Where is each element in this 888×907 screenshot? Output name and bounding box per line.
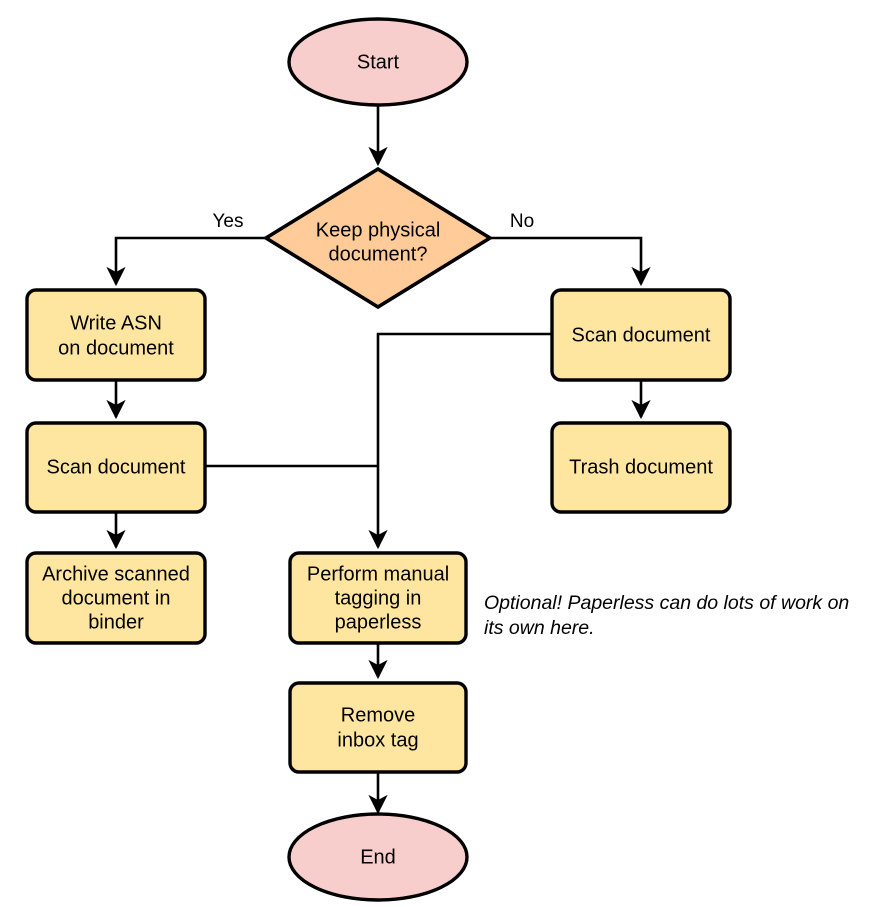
decision-label-line2: document? — [329, 243, 428, 265]
node-end[interactable]: End — [287, 812, 469, 902]
archive-label-line2: document in — [62, 587, 171, 609]
archive-label-line1: Archive scanned — [42, 563, 190, 585]
optional-note-line1: Optional! Paperless can do lots of work … — [484, 592, 849, 614]
edge-decision-no-to-scan-right — [490, 236, 651, 287]
decision-diamond-shape — [262, 166, 494, 310]
remove-inbox-tag-box-shape — [288, 681, 468, 774]
remove-inbox-label-line2: inbox tag — [337, 729, 418, 751]
archive-label-line3: binder — [88, 611, 144, 633]
node-archive-scanned-document[interactable]: Archive scanned document in binder — [25, 551, 207, 645]
node-scan-document-left[interactable]: Scan document — [25, 421, 207, 514]
write-asn-label-line1: Write ASN — [70, 312, 162, 334]
write-asn-label-line2: on document — [58, 337, 174, 359]
node-start[interactable]: Start — [287, 17, 469, 107]
remove-inbox-label-line1: Remove — [341, 704, 415, 726]
end-label: End — [360, 846, 396, 868]
edge-label-no: No — [510, 211, 534, 232]
archive-box-shape — [25, 551, 207, 645]
optional-note-line2: its own here. — [484, 617, 595, 639]
edge-scan-right-to-tagging — [368, 332, 552, 550]
end-ellipse-shape — [287, 812, 469, 902]
start-ellipse-shape — [287, 17, 469, 107]
node-scan-document-right[interactable]: Scan document — [550, 288, 732, 382]
node-trash-document[interactable]: Trash document — [550, 421, 732, 514]
scan-document-left-box-shape — [25, 421, 207, 514]
write-asn-box-shape — [25, 288, 207, 382]
scan-document-left-label: Scan document — [47, 456, 186, 478]
node-decision-keep-physical-document[interactable]: Keep physical document? — [262, 166, 494, 310]
tagging-label-line1: Perform manual — [307, 563, 449, 585]
scan-document-right-box-shape — [550, 288, 732, 382]
annotation-optional-note: Optional! Paperless can do lots of work … — [484, 592, 849, 639]
edge-decision-yes-to-write-asn — [106, 236, 265, 287]
trash-document-box-shape — [550, 421, 732, 514]
edge-label-yes: Yes — [213, 211, 244, 232]
tagging-label-line2: tagging in — [335, 587, 422, 609]
start-label: Start — [357, 51, 400, 73]
node-remove-inbox-tag[interactable]: Remove inbox tag — [288, 681, 468, 774]
node-write-asn[interactable]: Write ASN on document — [25, 288, 207, 382]
scan-document-right-label: Scan document — [572, 324, 711, 346]
connector-layer — [106, 104, 651, 815]
tagging-box-shape — [288, 551, 468, 645]
decision-label-line1: Keep physical — [316, 219, 441, 241]
trash-document-label: Trash document — [569, 456, 713, 478]
tagging-label-line3: paperless — [335, 611, 422, 633]
node-perform-manual-tagging[interactable]: Perform manual tagging in paperless — [288, 551, 468, 645]
